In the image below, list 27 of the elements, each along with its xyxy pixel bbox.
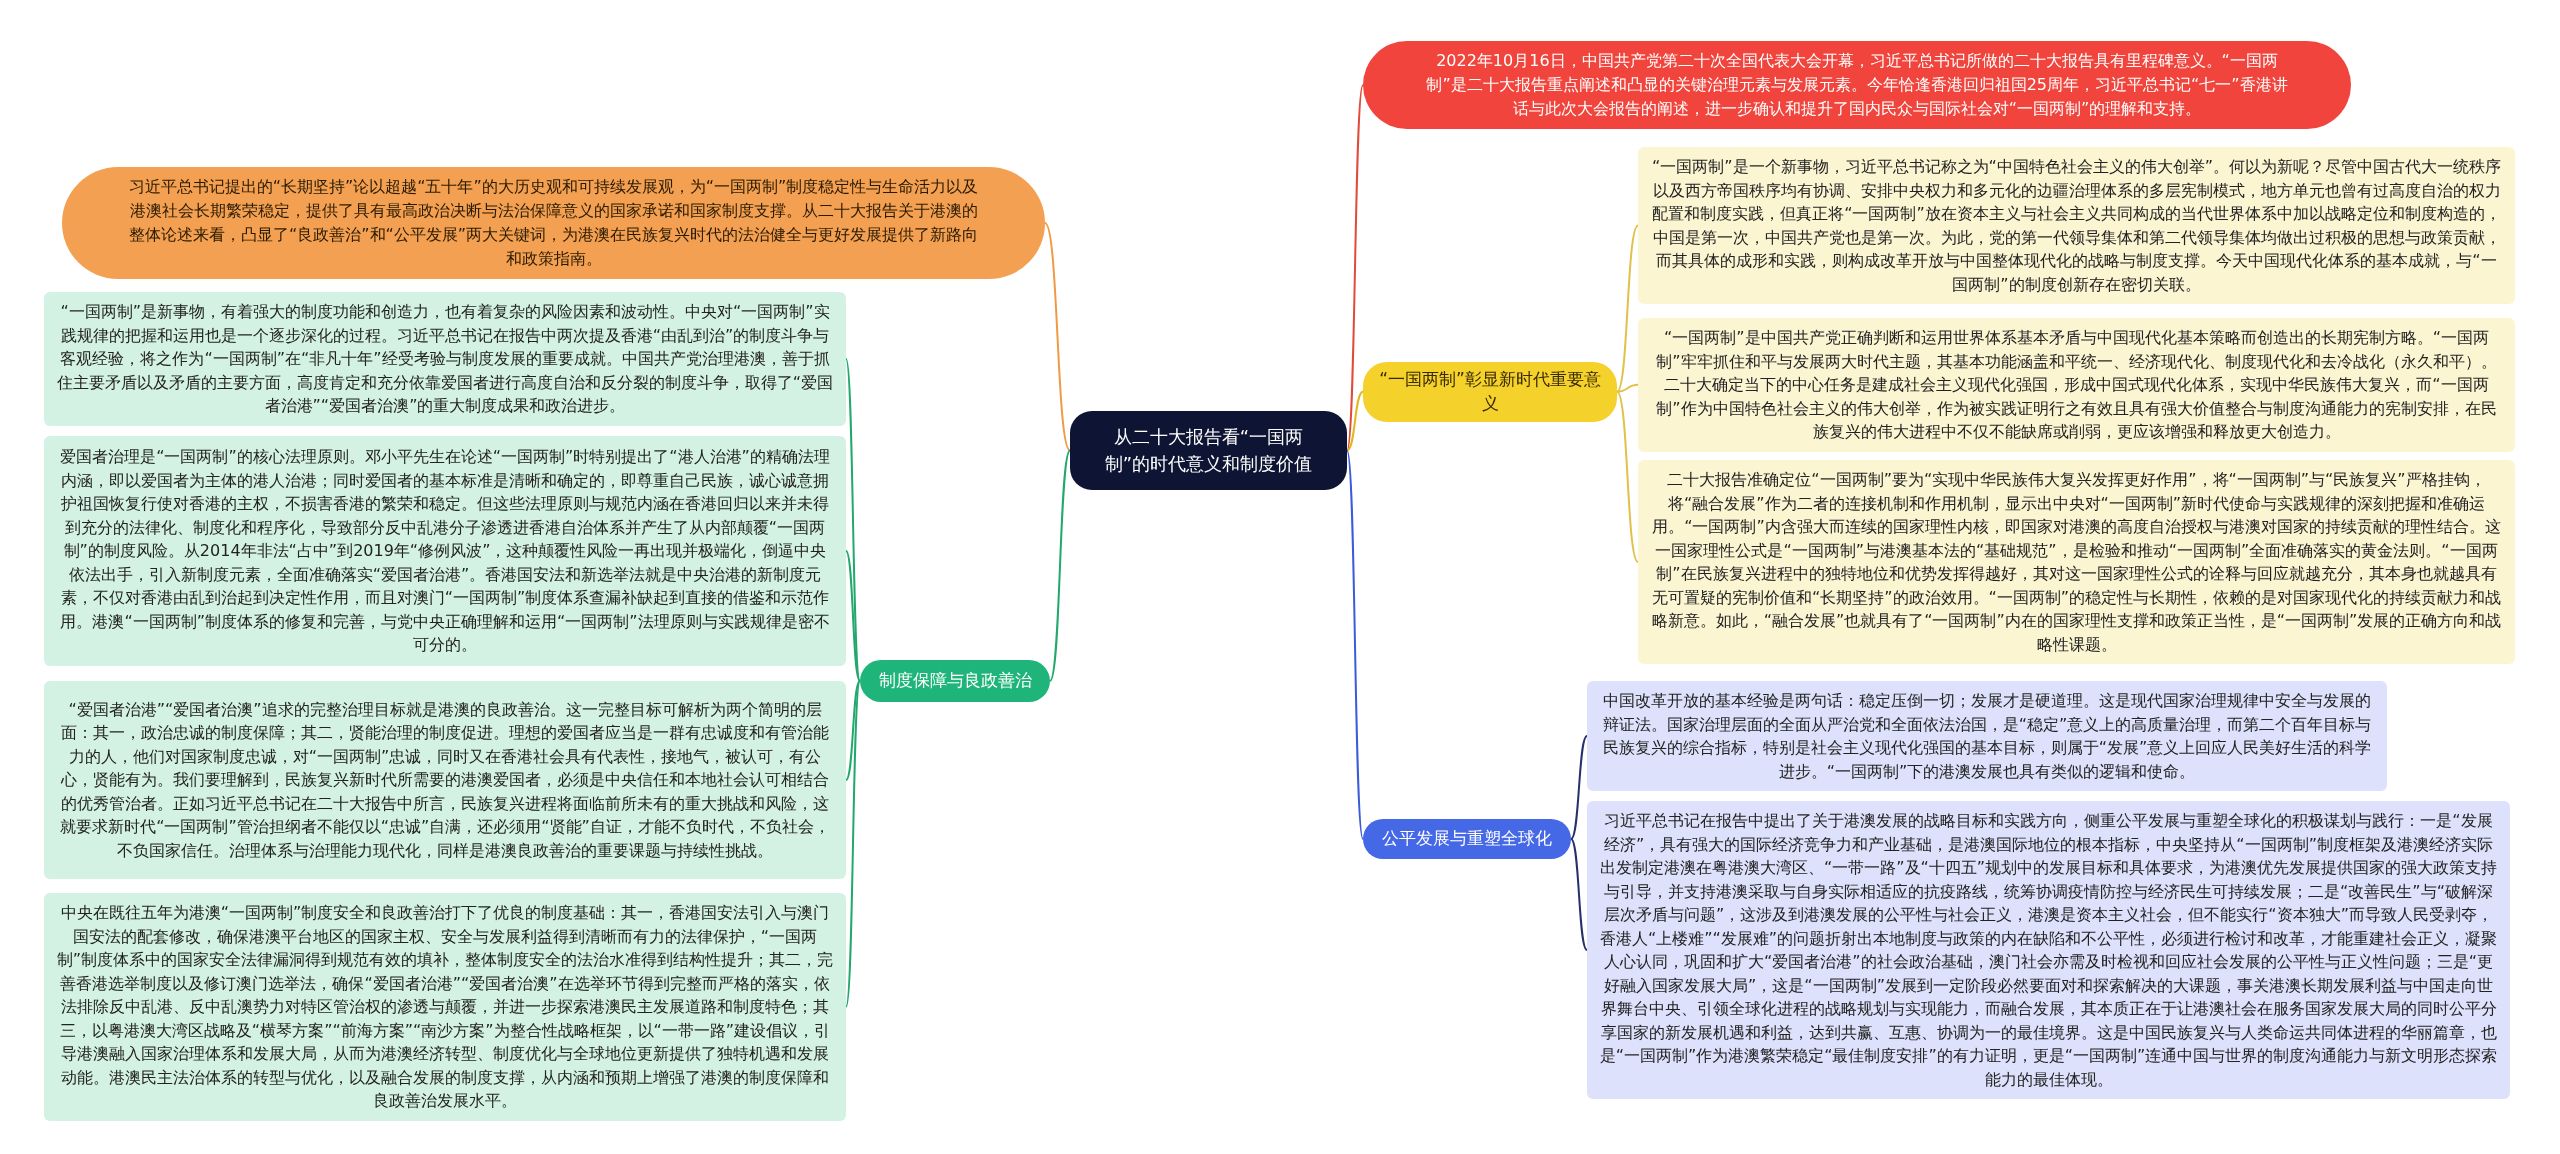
- text-card: “爱国者治港”“爱国者治澳”追求的完整治理目标就是港澳的良政善治。这一完整目标可解析为两个简明的层面：其一，政治忠诚的制度保障；其二，贤能治理的制度促进。理想的爱国者应当是一群有忠诚度和有管治能力的人，他们对国家制度忠诚，对“一国两制”忠诚，同时又在香港社会具有代表性，接地气，被认可，有公心，贤能有为。我们要理解到，民族复兴新时代所需要的港澳爱国者，必须是中央信任和本地社会认可相结合的优秀管治者。正如习近平总书记在二十大报告中所言，民族复兴进程将面临前所未有的重大挑战和风险，这就要求新时代“一国两制”管治担纲者不能仅以“忠诚”自满，还必须用“贤能”自证，才能不负时代，不负社会，不负国家信任。治理体系与治理能力现代化，同样是港澳良政善治的重要课题与持续性挑战。: [44, 681, 846, 879]
- text-card: 中国改革开放的基本经验是两句话：稳定压倒一切；发展才是硬道理。这是现代国家治理规律中安全与发展的辩证法。国家治理层面的全面从严治党和全面依法治国，是“稳定”意义上的高质量治理，而第二个百年目标与民族复兴的综合指标，特别是社会主义现代化强国的基本目标，则属于“发展”意义上回应人民美好生活的科学进步。“一国两制”下的港澳发展也具有类似的逻辑和使命。: [1587, 681, 2387, 792]
- branch-topic: 制度保障与良政善治: [860, 660, 1050, 702]
- summary-bubble: 习近平总书记提出的“长期坚持”论以超越“五十年”的大历史观和可持续发展观，为“一国两制”制度稳定性与生命活力以及港澳社会长期繁荣稳定，提供了具有最高政治决断与法治保障意义的国家承诺和国家制度支撑。从二十大报告关于港澳的整体论述来看，凸显了“良政善治”和“公平发展”两大关键词，为港澳在民族复兴时代的法治健全与更好发展提供了新路向和政策指南。: [62, 167, 1045, 279]
- connector-line: [1616, 390, 1639, 564]
- connector-line: [1616, 383, 1639, 393]
- summary-bubble: 2022年10月16日，中国共产党第二十次全国代表大会开幕，习近平总书记所做的二十大报告具有里程碑意义。“一国两制”是二十大报告重点阐述和凸显的关键治理元素与发展元素。今年恰逢香港回归祖国25周年，习近平总书记“七一”香港讲话与此次大会报告的阐述，进一步确认和提升了国内民众与国际社会对“一国两制”的理解和支持。: [1363, 41, 2351, 129]
- text-card: 二十大报告准确定位“一国两制”要为“实现中华民族伟大复兴发挥更好作用”，将“一国两制”与“民族复兴”严格挂钩，将“融合发展”作为二者的连接机制和作用机制，显示出中央对“一国两制”新时代使命与实践规律的深刻把握和准确运用。“一国两制”内含强大而连续的国家理性内核，即国家对港澳的高度自治授权与港澳对国家的持续贡献的理性结合。这一国家理性公式是“一国两制”与港澳基本法的“基础规范”，是检验和推动“一国两制”全面准确落实的黄金法则。“一国两制”在民族复兴进程中的独特地位和优势发挥得越好，其对这一国家理性公式的诠释与回应就越充分，其本身也就越具有无可置疑的宪制价值和“长期坚持”的政治效用。“一国两制”的稳定性与长期性，依赖的是对国家现代化的持续贡献力和战略新意。如此，“融合发展”也就具有了“一国两制”内在的国家理性支撑和政策正当性，是“一国两制”发展的正确方向和战略性课题。: [1638, 460, 2515, 665]
- text-card: 爱国者治理是“一国两制”的核心法理原则。邓小平先生在论述“一国两制”时特别提出了“港人治港”的精确法理内涵，即以爱国者为主体的港人治港；同时爱国者的基本标准是清晰和确定的，即尊重自己民族，诚心诚意拥护祖国恢复行使对香港的主权，不损害香港的繁荣和稳定。但这些法理原则与规范内涵在香港回归以来并未得到充分的法律化、制度化和程序化，导致部分反中乱港分子渗透进香港自治体系并产生了从内部颠覆“一国两制”的制度风险。从2014年非法“占中”到2019年“修例风波”，这种颠覆性风险一再出现并极端化，倒逼中央依法出手，引入新制度元素，全面准确落实“爱国者治港”。香港国安法和新选举法就是中央治港的新制度元素，不仅对香港由乱到治起到决定性作用，而且对澳门“一国两制”制度体系查漏补缺起到直接的借鉴和示范作用。港澳“一国两制”制度体系的修复和完善，与党中央正确理解和运用“一国两制”法理原则与实践规律是密不可分的。: [44, 436, 846, 666]
- text-card: “一国两制”是中国共产党正确判断和运用世界体系基本矛盾与中国现代化基本策略而创造出的长期宪制方略。“一国两制”牢牢抓住和平与发展两大时代主题，其基本功能涵盖和平统一、经济现代化、制度现代化和去冷战化（永久和平）。二十大确定当下的中心任务是建成社会主义现代化强国，形成中国式现代化体系，实现中华民族伟大复兴，而“一国两制”作为中国特色社会主义的伟大创举，作为被实践证明行之有效且具有强大价值整合与制度沟通能力的宪制安排，在民族复兴的伟大进程中不仅不能缺席或削弱，更应该增强和释放更大创造力。: [1638, 318, 2515, 452]
- connector-line: [1044, 222, 1071, 452]
- connector-line: [1570, 735, 1588, 840]
- central-topic: 从二十大报告看“一国两制”的时代意义和制度价值: [1070, 411, 1347, 490]
- connector-line: [1049, 449, 1071, 682]
- connector-line: [1616, 224, 1639, 393]
- connector-line: [1346, 449, 1364, 840]
- text-card: 习近平总书记在报告中提出了关于港澳发展的战略目标和实践方向，侧重公平发展与重塑全球化的积极谋划与践行：一是“发展经济”，具有强大的国际经济竞争力和产业基础，是港澳国际地位的根本指标，中央坚持从“一国两制”制度框架及港澳经济实际出发制定港澳在粤港澳大湾区、“一带一路”及“十四五”规划中的发展目标和具体要求，为港澳优先发展提供国家的强大政策支持与引导，并支持港澳采取与自身实际相适应的抗疫路线，统筹协调疫情防控与经济民生可持续发展；二是“改善民生”与“破解深层次矛盾与问题”，这涉及到港澳发展的公平性与社会正义，港澳是资本主义社会，但不能实行“资本独大”而导致人民受剥夺，香港人“上楼难”“发展难”的问题折射出本地制度与政策的内在缺陷和不公平性，必须进行检讨和改革，才能重建社会正义，凝聚人心认同，巩固和扩大“爱国者治港”的社会政治基础，澳门社会亦需及时检视和回应社会发展的公平性与正义性问题；三是“更好融入国家发展大局”，这是“一国两制”发展到一定阶段必然要面对和探索解决的大课题，事关港澳长期发展利益与中国走向世界舞台中央、引领全球化进程的战略规划与实现能力，而融合发展，其本质正在于让港澳社会在服务国家发展大局的同时公平分享国家的新发展机遇和利益，达到共赢、互惠、协调为一的最佳境界。这是中国民族复兴与人类命运共同体进程的华丽篇章，也是“一国两制”作为港澳繁荣稳定“最佳制度安排”的有力证明，更是“一国两制”连通中国与世界的制度沟通能力与新文明形态探索能力的最佳体现。: [1587, 801, 2510, 1100]
- text-card: “一国两制”是新事物，有着强大的制度功能和创造力，也有着复杂的风险因素和波动性。中央对“一国两制”实践规律的把握和运用也是一个逐步深化的过程。习近平总书记在报告中两次提及香港“由乱到治”的制度斗争与客观经验，将之作为“一国两制”在“非凡十年”经受考验与制度发展的重要成就。中国共产党治理港澳，善于抓住主要矛盾以及矛盾的主要方面，高度肯定和充分依靠爱国者进行高度自治和反分裂的制度斗争，取得了“爱国者治港”“爱国者治澳”的重大制度成果和政治进步。: [44, 292, 846, 426]
- connector-line: [1570, 838, 1588, 952]
- connector-line: [1346, 390, 1364, 452]
- text-card: “一国两制”是一个新事物，习近平总书记称之为“中国特色社会主义的伟大创举”。何以为新呢？尽管中国古代大一统秩序以及西方帝国秩序均有协调、安排中央权力和多元化的边疆治理体系的多层宪制模式，地方单元也曾有过高度自治的权力配置和制度实践，但真正将“一国两制”放在资本主义与社会主义共同构成的当代世界体系中加以战略定位和制度构造的，中国是第一次，中国共产党也是第一次。为此，党的第一代领导集体和第二代领导集体均做出过积极的思想与政策贡献，而其具体的成形和实践，则构成改革开放与中国整体现代化的战略与制度支撑。今天中国现代化体系的基本成就，与“一国两制”的制度创新存在密切关联。: [1638, 147, 2515, 305]
- text-card: 中央在既往五年为港澳“一国两制”制度安全和良政善治打下了优良的制度基础：其一，香港国安法引入与澳门国安法的配套修改，确保港澳平台地区的国家主权、安全与发展利益得到清晰而有力的法律保护，“一国两制”制度体系中的国家安全法律漏洞得到规范有效的填补，整体制度安全的法治水准得到结构性提升；其二，完善香港选举制度以及修订澳门选举法，确保“爱国者治港”“爱国者治澳”在选举环节得到完整而严格的落实，依法排除反中乱港、反中乱澳势力对特区管治权的渗透与颠覆，并进一步探索港澳民主发展道路和制度特色；其三，以粤港澳大湾区战略及“横琴方案”“前海方案”“南沙方案”为整合性战略框架，以“一带一路”建设倡议，引导港澳融入国家治理体系和发展大局，从而为港澳经济转型、制度优化与全球地位更新提供了独特机遇和发展动能。港澳民主法治体系的转型与优化，以及融合发展的制度支撑，从内涵和预期上增强了港澳的制度保障和良政善治发展水平。: [44, 893, 846, 1121]
- branch-topic: 公平发展与重塑全球化: [1363, 819, 1571, 859]
- connector-line: [845, 550, 861, 682]
- connector-line: [1346, 84, 1364, 452]
- branch-topic: “一国两制”彰显新时代重要意义: [1363, 362, 1617, 422]
- connector-line: [845, 680, 861, 781]
